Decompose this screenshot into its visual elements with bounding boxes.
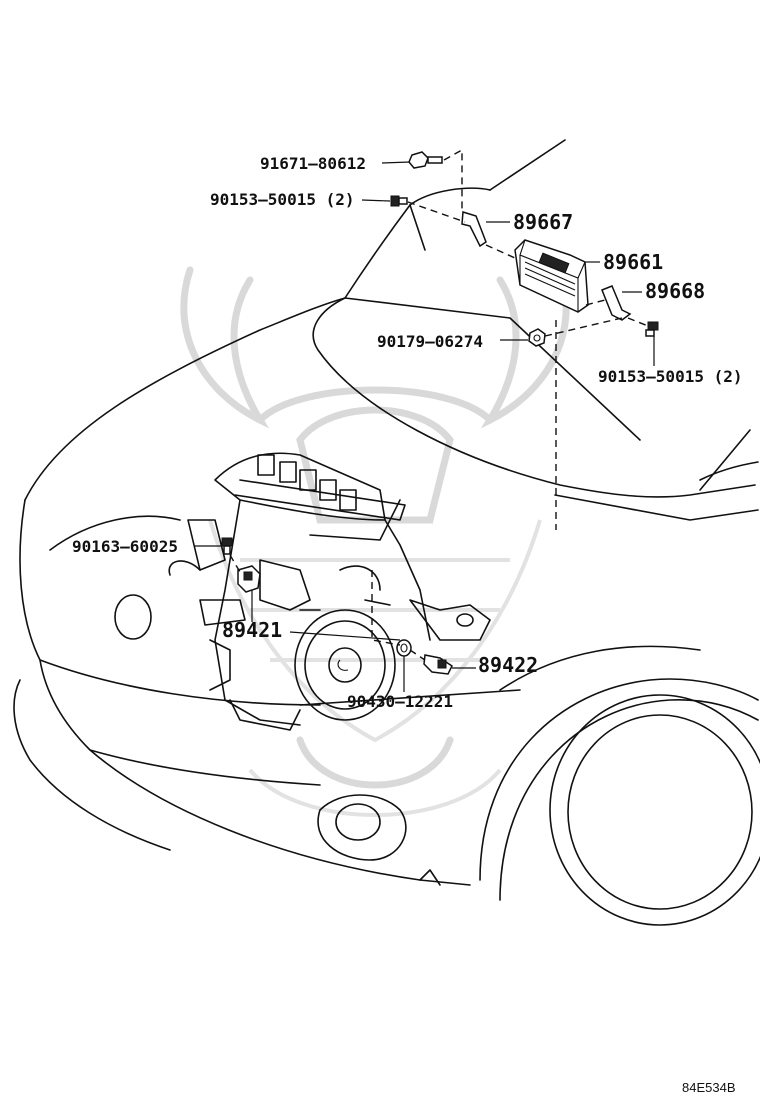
label-89661: 89661 [603,250,663,274]
engine-assembly [168,452,491,731]
bracket-89668 [601,285,632,321]
label-91671-80612: 91671–80612 [260,154,366,173]
gasket-90430-12221 [396,639,412,657]
label-89421: 89421 [222,618,282,642]
label-89668: 89668 [645,279,705,303]
bracket-89667 [461,211,487,248]
label-90153-50015-upper: 90153–50015 (2) [210,190,355,209]
watermark-emblem [180,266,570,817]
bolt-91671-80612 [408,151,443,169]
ecu-89661 [514,239,589,313]
diagram-code: 84E534B [682,1080,736,1095]
leader-lines [195,161,655,692]
ecu-assembly [390,151,659,347]
screw-90153-50015-right [645,321,659,337]
screw-90153-50015-left [390,195,408,207]
assembly-dashed-lines [229,148,649,661]
sensor-89421 [237,565,261,593]
label-89667: 89667 [513,210,573,234]
vehicle-body-outline [13,139,760,926]
label-90153-50015-right: 90153–50015 (2) [598,367,743,386]
label-90163-60025: 90163–60025 [72,537,178,556]
label-89422: 89422 [478,653,538,677]
label-90430-12221: 90430–12221 [347,692,453,711]
bolt-90163-60025 [221,537,233,555]
nut-90179-06274 [528,328,546,347]
label-90179-06274: 90179–06274 [377,332,483,351]
sensor-89422 [423,654,453,675]
